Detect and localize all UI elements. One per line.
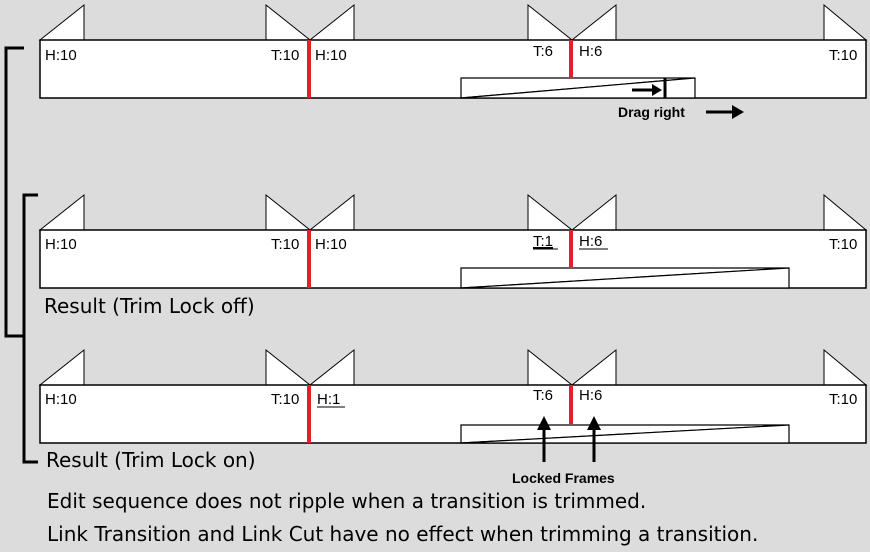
marker-start-triangle bbox=[38, 3, 85, 41]
transition-ramp bbox=[460, 77, 696, 99]
marker-start-triangle bbox=[38, 348, 85, 386]
marker-end-triangle bbox=[265, 193, 312, 231]
timeline-row-1: H:10 T:10 H:10 T:6 H:6 T:10 Drag right bbox=[38, 3, 868, 120]
marker-start-triangle bbox=[308, 3, 355, 41]
arrow-right-icon bbox=[652, 84, 662, 96]
label-h-cut2: H:6 bbox=[579, 43, 602, 60]
transition-ramp bbox=[460, 267, 790, 289]
marker-end-triangle bbox=[265, 348, 312, 386]
label-t-cut2: T:6 bbox=[533, 43, 553, 60]
label-h-start: H:10 bbox=[45, 236, 77, 253]
label-h-start: H:10 bbox=[45, 391, 77, 408]
timeline-row-2: H:10 T:10 H:10 T:1 H:6 T:10 Result (Trim… bbox=[38, 193, 868, 318]
marker-end-triangle bbox=[527, 348, 574, 386]
label-t-cut2-changed: T:1 bbox=[533, 233, 553, 250]
marker-start-triangle bbox=[308, 348, 355, 386]
label-t-end: T:10 bbox=[829, 391, 857, 408]
marker-start-triangle bbox=[570, 348, 617, 386]
marker-end-triangle bbox=[823, 3, 868, 41]
label-h-cut2: H:6 bbox=[579, 233, 602, 250]
note-line-1: Edit sequence does not ripple when a tra… bbox=[47, 489, 646, 513]
label-h-start: H:10 bbox=[45, 47, 77, 64]
locked-frames-label: Locked Frames bbox=[512, 470, 615, 486]
marker-end-triangle bbox=[527, 3, 574, 41]
label-h-cut2: H:6 bbox=[579, 387, 602, 404]
label-h-mid: H:10 bbox=[315, 47, 347, 64]
clip-track bbox=[39, 39, 867, 99]
marker-start-triangle bbox=[570, 193, 617, 231]
marker-end-triangle bbox=[527, 193, 574, 231]
marker-start-triangle bbox=[38, 193, 85, 231]
label-h-mid-changed: H:1 bbox=[317, 391, 340, 408]
arrow-up-icon bbox=[587, 416, 601, 430]
label-t-mid: T:10 bbox=[271, 391, 299, 408]
bracket-trim-lock-on bbox=[22, 193, 38, 464]
caption-trim-lock-off: Result (Trim Lock off) bbox=[44, 294, 255, 318]
marker-start-triangle bbox=[570, 3, 617, 41]
label-t-cut2: T:6 bbox=[533, 387, 553, 404]
label-t-mid: T:10 bbox=[271, 47, 299, 64]
timeline-row-3: H:10 T:10 H:1 T:6 H:6 T:10 Locked Frames… bbox=[38, 348, 868, 486]
marker-end-triangle bbox=[265, 3, 312, 41]
label-h-mid: H:10 bbox=[315, 236, 347, 253]
drag-right-label: Drag right bbox=[618, 104, 685, 120]
arrow-right-icon bbox=[732, 105, 744, 119]
label-t-mid: T:10 bbox=[271, 236, 299, 253]
caption-trim-lock-on: Result (Trim Lock on) bbox=[46, 448, 256, 472]
label-t-end: T:10 bbox=[829, 236, 857, 253]
note-line-2: Link Transition and Link Cut have no eff… bbox=[47, 522, 758, 546]
bracket-trim-lock-off bbox=[4, 46, 24, 338]
marker-end-triangle bbox=[823, 193, 868, 231]
arrow-up-icon bbox=[537, 416, 551, 430]
marker-end-triangle bbox=[823, 348, 868, 386]
marker-start-triangle bbox=[308, 193, 355, 231]
label-t-end: T:10 bbox=[829, 47, 857, 64]
